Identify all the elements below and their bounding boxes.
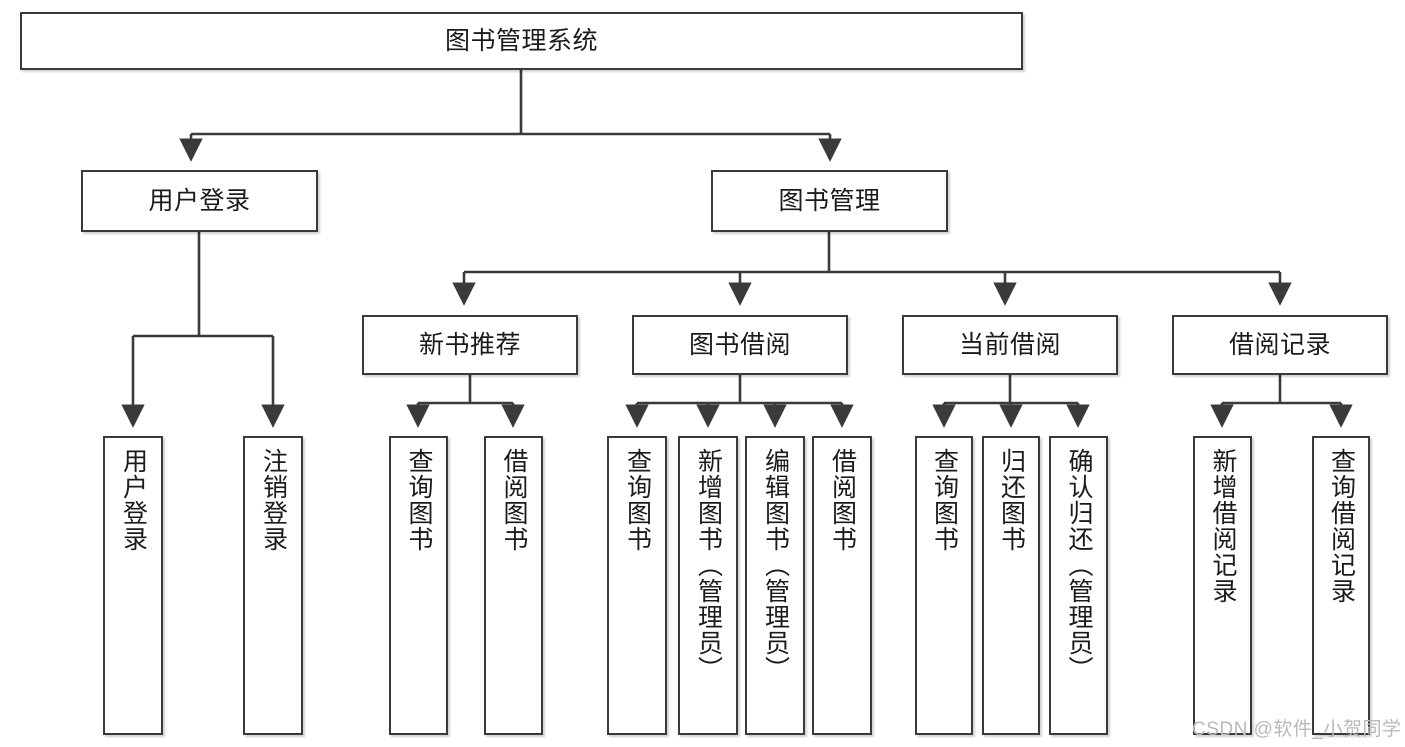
node-leaf-borrow-book-2-label: 借阅图书: [828, 448, 857, 552]
node-leaf-query-book-3[interactable]: 查询图书: [915, 436, 973, 735]
edge-group-borrow-record: [1210, 375, 1353, 428]
edge-group-book-borrow: [625, 375, 854, 428]
node-leaf-query-book-3-label: 查询图书: [930, 448, 959, 552]
node-leaf-add-record[interactable]: 新增借阅记录: [1193, 436, 1252, 735]
node-leaf-user-login-label: 用户登录: [119, 448, 148, 552]
node-book-borrow[interactable]: 图书借阅: [632, 315, 848, 375]
edge-group-root: [179, 70, 842, 162]
node-leaf-confirm-return[interactable]: 确认归还（管理员）: [1049, 436, 1108, 735]
edge-group-current-borrow: [932, 375, 1090, 428]
node-leaf-query-book-2[interactable]: 查询图书: [607, 436, 667, 735]
node-user-login-label: 用户登录: [148, 186, 251, 215]
node-leaf-return-book[interactable]: 归还图书: [982, 436, 1040, 735]
node-root-label: 图书管理系统: [444, 26, 598, 55]
watermark-text: CSDN @软件_小贺同学: [1192, 719, 1402, 740]
node-leaf-add-record-label: 新增借阅记录: [1209, 448, 1237, 604]
edge-group-book-manage: [452, 232, 1292, 306]
node-leaf-edit-book[interactable]: 编辑图书（管理员）: [745, 436, 805, 735]
node-book-borrow-label: 图书借阅: [688, 330, 791, 359]
node-current-borrow-label: 当前借阅: [958, 330, 1061, 359]
node-user-login[interactable]: 用户登录: [81, 170, 318, 232]
node-leaf-query-book-1-label: 查询图书: [405, 448, 433, 552]
node-leaf-borrow-book-2[interactable]: 借阅图书: [812, 436, 872, 735]
node-leaf-logout[interactable]: 注销登录: [243, 436, 303, 735]
node-leaf-query-book-2-label: 查询图书: [623, 448, 652, 552]
node-leaf-query-book-1[interactable]: 查询图书: [389, 436, 448, 735]
node-new-book-rec-label: 新书推荐: [418, 330, 521, 359]
node-leaf-logout-label: 注销登录: [259, 448, 288, 552]
node-leaf-borrow-book-1[interactable]: 借阅图书: [484, 436, 543, 735]
node-leaf-user-login[interactable]: 用户登录: [103, 436, 163, 735]
node-leaf-return-book-label: 归还图书: [997, 448, 1026, 552]
node-current-borrow[interactable]: 当前借阅: [902, 315, 1118, 375]
node-leaf-add-book-label: 新增图书（管理员）: [694, 448, 723, 682]
node-leaf-confirm-return-label: 确认归还（管理员）: [1065, 448, 1093, 682]
edge-group-new-book-rec: [406, 375, 525, 428]
node-leaf-borrow-book-1-label: 借阅图书: [500, 448, 528, 552]
node-leaf-query-record[interactable]: 查询借阅记录: [1312, 436, 1370, 735]
node-book-manage[interactable]: 图书管理: [711, 170, 948, 232]
node-leaf-add-book[interactable]: 新增图书（管理员）: [678, 436, 738, 735]
node-leaf-edit-book-label: 编辑图书（管理员）: [761, 448, 790, 682]
edge-group-user-login: [121, 232, 285, 428]
node-book-manage-label: 图书管理: [778, 186, 881, 215]
node-root[interactable]: 图书管理系统: [20, 12, 1023, 70]
node-leaf-query-record-label: 查询借阅记录: [1327, 448, 1356, 604]
node-borrow-record-label: 借阅记录: [1228, 330, 1331, 359]
node-borrow-record[interactable]: 借阅记录: [1172, 315, 1388, 375]
node-new-book-rec[interactable]: 新书推荐: [362, 315, 578, 375]
